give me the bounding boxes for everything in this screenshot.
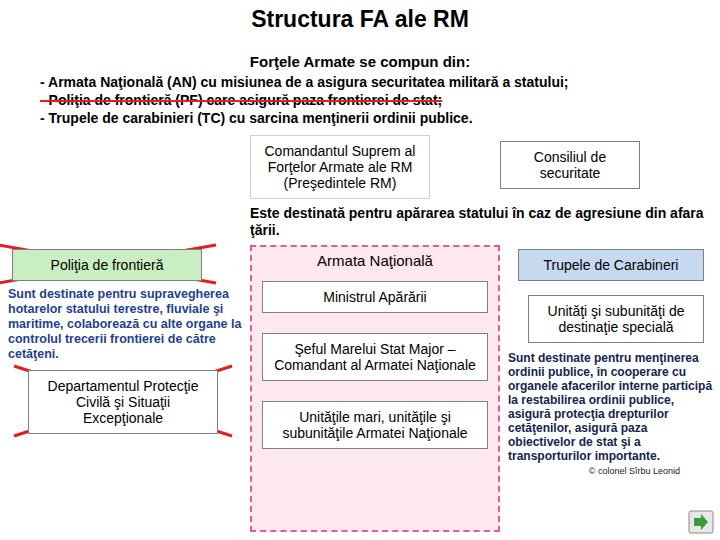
node-text: Unităţi şi subunităţi de destinaţie spec… [537,303,695,335]
process-box: Şeful Marelui Stat Major – Comandant al … [262,333,488,381]
carabinieri-box: Trupele de Carabineri [518,249,704,281]
department-box: Departamentul Protecţie Civilă şi Situaţ… [28,370,218,434]
list-item: - Trupele de carabinieri (TC) cu sarcina… [40,110,700,127]
node-text: Armata Naţională [258,253,492,269]
cross-out-line [0,245,216,283]
cross-out-line [0,245,216,283]
node-text: Şeful Marelui Stat Major – Comandant al … [271,341,479,373]
cross-out-line [14,366,232,436]
list-item: - Poliţia de frontieră (PF) care asigură… [40,92,700,109]
slide-title: Structura FA ale RM [0,6,720,33]
node-text: Poliţia de frontieră [21,257,193,273]
description-text: Sunt destinate pentru menţinerea ordinii… [508,351,714,463]
description-text: Este destinată pentru apărarea statului … [250,205,710,239]
commander-box: Comandantul Suprem al Forţelor Armate al… [250,135,430,199]
node-text: Consiliul de securitate [509,149,631,181]
list-item: - Armata Naţională (AN) cu misiunea de a… [40,74,700,91]
section-heading: Forţele Armate se compun din: [0,53,720,70]
node-text: Ministrul Apărării [271,289,479,305]
unit-box: Unităţi şi subunităţi de destinaţie spec… [528,295,704,343]
node-text: Departamentul Protecţie Civilă şi Situaţ… [37,378,209,426]
description-text: Sunt destinate pentru supravegherea hota… [8,287,244,362]
node-text: Trupele de Carabineri [527,257,695,273]
army-group: Armata NaţionalăMinistrul ApărăriiŞeful … [250,245,500,532]
process-box: Ministrul Apărării [262,281,488,313]
process-box: Unităţile mari, unităţile şi subunităţil… [262,401,488,449]
council-box: Consiliul de securitate [500,141,640,189]
cross-out-line [14,366,232,436]
border-police-box: Poliţia de frontieră [12,249,202,281]
nav-icon [688,510,714,534]
copyright-note: © colonel Sîrbu Leonid [520,466,680,476]
node-text: Comandantul Suprem al Forţelor Armate al… [259,143,421,191]
node-text: Unităţile mari, unităţile şi subunităţil… [271,409,479,441]
